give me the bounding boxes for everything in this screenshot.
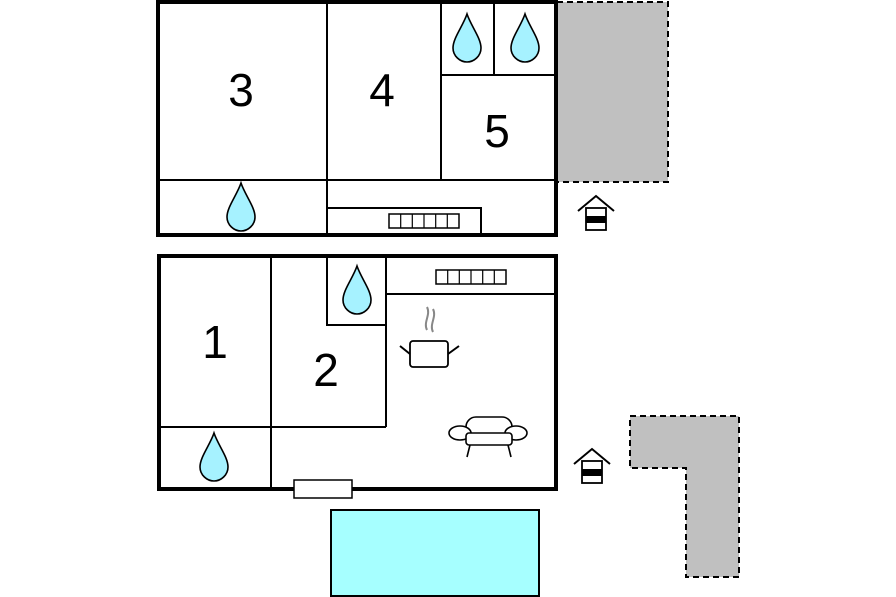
kitchen-pot-icon <box>399 306 460 368</box>
terrace-area-upper <box>556 1 669 183</box>
radiator-icon <box>435 269 507 285</box>
door-mat <box>293 479 353 499</box>
terrace-area-lower <box>629 415 740 578</box>
water-drop-icon <box>342 265 372 315</box>
entrance-house-icon <box>573 448 611 484</box>
room-label-1: 1 <box>202 316 228 368</box>
water-drop-icon <box>452 13 482 63</box>
sofa-icon <box>448 416 528 458</box>
room-label-3: 3 <box>228 64 254 116</box>
water-drop-icon <box>199 432 229 482</box>
upper-floor <box>156 0 558 237</box>
room-label-4: 4 <box>369 64 395 116</box>
room-label-5: 5 <box>484 105 510 157</box>
water-drop-icon <box>510 13 540 63</box>
lower-floor <box>157 254 558 499</box>
pool <box>330 509 540 597</box>
water-drop-icon <box>226 182 256 232</box>
room-label-2: 2 <box>313 344 339 396</box>
radiator-icon <box>388 213 460 229</box>
entrance-house-icon <box>577 195 615 231</box>
